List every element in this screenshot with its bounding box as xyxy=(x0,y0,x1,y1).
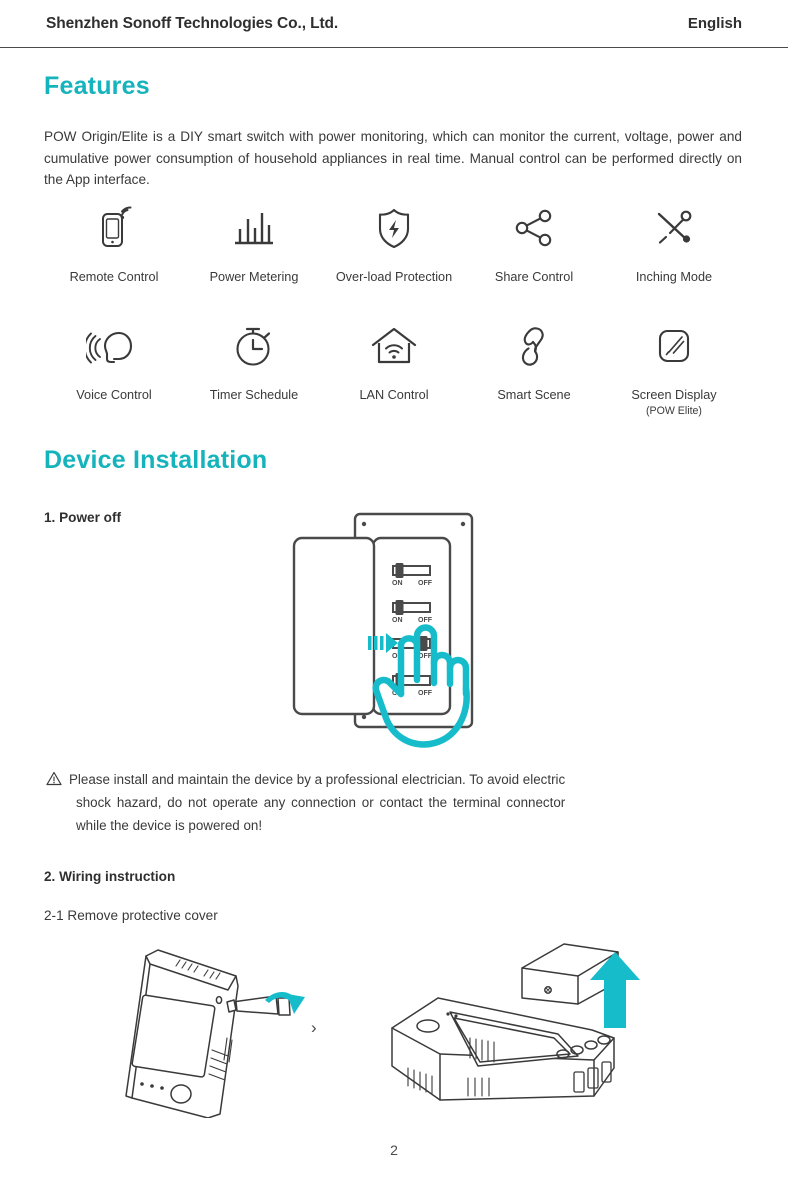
hand-pointer-icon xyxy=(372,624,470,748)
remote-control-icon xyxy=(89,200,139,256)
remove-cover-figure-right xyxy=(382,938,662,1123)
switch-on-label: ON xyxy=(392,617,403,624)
page-header: Shenzhen Sonoff Technologies Co., Ltd. E… xyxy=(0,0,788,48)
company-name: Shenzhen Sonoff Technologies Co., Ltd. xyxy=(46,14,339,32)
rotate-arrow-icon xyxy=(265,991,305,1014)
feature-sublabel: (POW Elite) xyxy=(646,405,702,417)
lan-control-icon xyxy=(367,318,421,374)
feature-label: Timer Schedule xyxy=(209,388,299,402)
overload-protection-icon xyxy=(369,200,419,256)
switch-off-label: OFF xyxy=(418,690,433,697)
warning-line-1: Please install and maintain the device b… xyxy=(69,772,566,787)
feature-label: Share Control xyxy=(494,270,574,284)
warning-line-3: while the device is powered on! xyxy=(76,818,263,833)
share-control-icon xyxy=(509,200,559,256)
feature-row-2: Voice Control Timer Schedule xyxy=(44,318,744,417)
feature-remote-control: Remote Control xyxy=(44,200,184,284)
warning-triangle-icon xyxy=(46,771,62,791)
switch-off-label: OFF xyxy=(418,580,433,587)
switch-off-label: OFF xyxy=(418,653,433,660)
breaker-panel-figure: ON OFF ON OFF ON OFF ON OFF xyxy=(280,508,510,763)
remove-cover-figure-left xyxy=(88,938,338,1123)
step-1-label: 1. Power off xyxy=(44,510,122,525)
page-number: 2 xyxy=(390,1142,398,1158)
feature-overload-protection: Over-load Protection xyxy=(324,200,464,284)
switch-off-label: OFF xyxy=(418,617,433,624)
feature-label: Inching Mode xyxy=(635,270,713,284)
smart-scene-icon xyxy=(509,318,559,374)
feature-label: Smart Scene xyxy=(497,388,571,402)
feature-smart-scene: Smart Scene xyxy=(464,318,604,417)
lift-arrow-icon xyxy=(590,952,640,1028)
feature-label: Power Metering xyxy=(209,270,299,284)
feature-timer-schedule: Timer Schedule xyxy=(184,318,324,417)
power-metering-icon xyxy=(227,200,281,256)
figure-separator: › xyxy=(311,1018,317,1037)
feature-row-1: Remote Control Power Metering xyxy=(44,200,744,284)
intro-paragraph: POW Origin/Elite is a DIY smart switch w… xyxy=(44,129,742,187)
switch-on-label: ON xyxy=(392,580,403,587)
feature-label: Over-load Protection xyxy=(335,270,453,284)
device-installation-heading: Device Installation xyxy=(44,446,268,474)
feature-label: LAN Control xyxy=(359,388,429,402)
inching-mode-icon xyxy=(648,200,700,256)
voice-control-icon xyxy=(86,318,142,374)
language-label: English xyxy=(687,15,742,32)
feature-voice-control: Voice Control xyxy=(44,318,184,417)
screen-display-icon xyxy=(649,318,699,374)
step-2-1-label: 2-1 Remove protective cover xyxy=(44,908,218,923)
feature-screen-display: Screen Display (POW Elite) xyxy=(604,318,744,417)
feature-inching-mode: Inching Mode xyxy=(604,200,744,284)
warning-text: Please install and maintain the device b… xyxy=(69,768,565,837)
feature-share-control: Share Control xyxy=(464,200,604,284)
timer-schedule-icon xyxy=(228,318,280,374)
feature-label: Screen Display xyxy=(631,388,717,402)
features-heading: Features xyxy=(44,72,150,100)
motion-arrow-icon xyxy=(368,633,398,653)
warning-line-2: shock hazard, do not operate any connect… xyxy=(76,795,566,810)
feature-label: Remote Control xyxy=(69,270,159,284)
feature-lan-control: LAN Control xyxy=(324,318,464,417)
feature-label: Voice Control xyxy=(76,388,152,402)
warning-note: Please install and maintain the device b… xyxy=(46,768,742,837)
step-2-label: 2. Wiring instruction xyxy=(44,869,176,884)
switch-on-label: ON xyxy=(392,653,403,660)
feature-power-metering: Power Metering xyxy=(184,200,324,284)
